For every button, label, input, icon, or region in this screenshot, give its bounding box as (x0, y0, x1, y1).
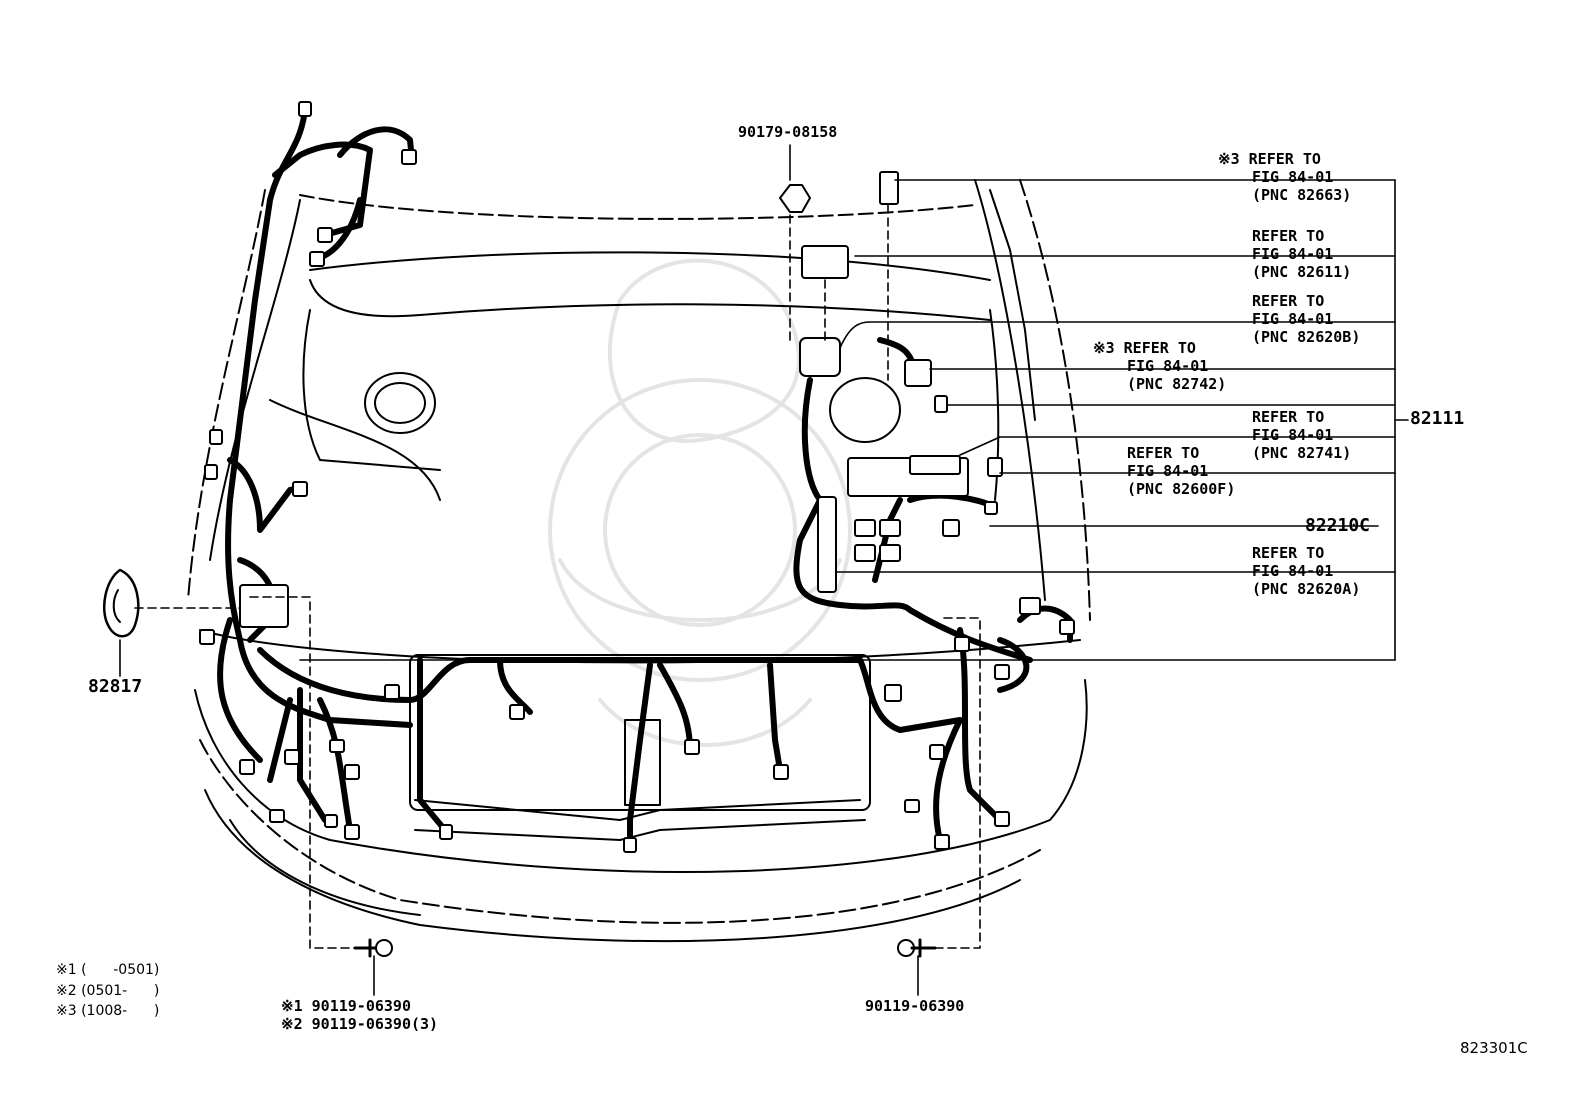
reference-text: REFER TO (1252, 408, 1325, 426)
reference-fig: FIG 84-01 (1127, 357, 1209, 375)
part-number-82817: 82817 (88, 676, 143, 697)
part-number-90179-08158: 90179-08158 (738, 123, 838, 141)
leader-lines (119, 144, 1409, 996)
reference-fig: FIG 84-01 (1252, 168, 1334, 186)
reference-pnc: (PNC 82742) (1127, 375, 1227, 393)
reference-pnc: (PNC 82620B) (1252, 328, 1361, 346)
reference-pnc: (PNC 82663) (1252, 186, 1352, 204)
engine-bay-outline (187, 179, 1091, 943)
part-number-82210c: 82210C (1305, 515, 1371, 536)
reference-fig: FIG 84-01 (1252, 310, 1334, 328)
reference-pnc: (PNC 82611) (1252, 263, 1352, 281)
part-number-bolt-left-2: ※2 90119-06390(3) (281, 1015, 439, 1033)
reference-82663: ※3 REFER TO FIG 84-01 (PNC 82663) (1218, 150, 1351, 204)
reference-prefix: ※3 (1093, 339, 1115, 357)
connectors (102, 101, 1075, 958)
part-number-bolt-right: 90119-06390 (865, 997, 965, 1015)
part-number-82111: 82111 (1410, 408, 1465, 429)
reference-prefix: ※3 (1218, 150, 1240, 168)
reference-text: REFER TO (1252, 292, 1325, 310)
reference-82741: REFER TO FIG 84-01 (PNC 82741) (1252, 408, 1351, 462)
reference-82611: REFER TO FIG 84-01 (PNC 82611) (1252, 227, 1351, 281)
applicability-note-3: ※3 (1008- ) (56, 1003, 160, 1019)
figure-id: 823301C (1460, 1039, 1528, 1057)
reference-fig: FIG 84-01 (1252, 562, 1334, 580)
applicability-note-2: ※2 (0501- ) (56, 983, 160, 999)
reference-pnc: (PNC 82600F) (1127, 480, 1236, 498)
reference-text: REFER TO (1127, 444, 1200, 462)
part-number-bolt-left-1: ※1 90119-06390 (281, 997, 411, 1015)
reference-82620b: REFER TO FIG 84-01 (PNC 82620B) (1252, 292, 1360, 346)
watermark-logo (548, 258, 852, 747)
reference-82620a: REFER TO FIG 84-01 (PNC 82620A) (1252, 544, 1360, 598)
reference-text: REFER TO (1248, 150, 1321, 168)
dashed-guides (134, 204, 981, 949)
reference-fig: FIG 84-01 (1252, 245, 1334, 263)
reference-pnc: (PNC 82741) (1252, 444, 1352, 462)
reference-text: REFER TO (1252, 544, 1325, 562)
reference-pnc: (PNC 82620A) (1252, 580, 1361, 598)
applicability-note-1: ※1 ( -0501) (56, 962, 160, 978)
reference-text: REFER TO (1252, 227, 1325, 245)
reference-82742: ※3 REFER TO FIG 84-01 (PNC 82742) (1093, 339, 1226, 393)
reference-fig: FIG 84-01 (1127, 462, 1209, 480)
reference-82600f: REFER TO FIG 84-01 (PNC 82600F) (1127, 444, 1235, 498)
reference-fig: FIG 84-01 (1252, 426, 1334, 444)
reference-text: REFER TO (1123, 339, 1196, 357)
